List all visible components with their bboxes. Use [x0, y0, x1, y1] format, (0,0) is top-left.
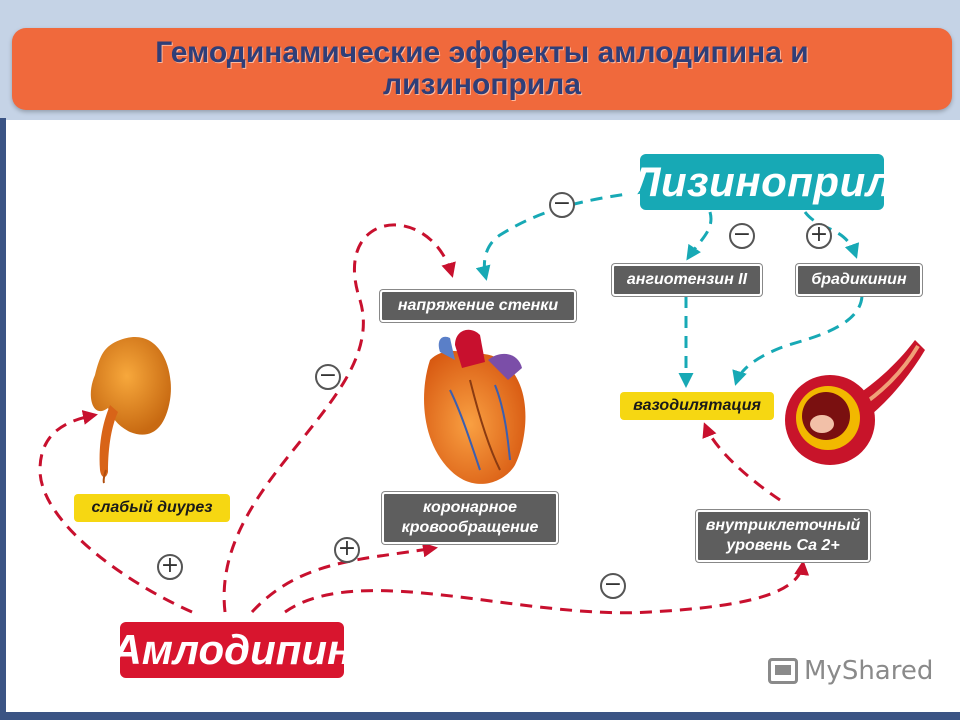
arrow-calcium-to-vasodilation — [702, 422, 781, 502]
weak-diuresis-label: слабый диурез — [91, 499, 213, 516]
calcium-box: внутриклеточный уровень Ca 2+ — [696, 510, 870, 562]
left-frame — [0, 118, 6, 720]
arrow-amlodipine-to-diuresis — [38, 410, 193, 614]
minus-sign-calcium: − — [600, 573, 626, 599]
vasodilation-label: вазодилятация — [633, 397, 761, 414]
blood-vessel-image — [785, 340, 925, 465]
angiotensin-box: ангиотензин II — [612, 264, 762, 296]
coronary-label-line1: коронарное — [422, 499, 518, 516]
arrow-lisinopril-to-bradykinin — [803, 211, 860, 259]
angiotensin-label: ангиотензин II — [626, 271, 748, 288]
slide-title: Гемодинамические эффекты амлодипина и ли… — [155, 36, 809, 101]
bradykinin-label: брадикинин — [811, 271, 907, 288]
presentation-icon — [768, 658, 798, 684]
arrow-amlodipine-to-wall-tension — [222, 223, 456, 613]
minus-sign-amlodipine-wall: − — [315, 364, 341, 390]
weak-diuresis-box: слабый диурез — [74, 494, 230, 522]
arrow-bradykinin-to-vasodilation — [732, 295, 864, 386]
arrow-amlodipine-to-coronary — [250, 542, 438, 614]
lisinopril-label: Лизиноприл — [632, 154, 892, 210]
minus-sign-angiotensin: − — [729, 223, 755, 249]
heart-image — [424, 329, 526, 484]
vasodilation-box: вазодилятация — [620, 392, 774, 420]
wall-tension-box: напряжение стенки — [380, 290, 576, 322]
arrow-amlodipine-to-calcium — [284, 560, 810, 615]
calcium-label-line2: уровень Ca 2+ — [726, 537, 840, 554]
coronary-label-line2: кровообращение — [401, 519, 539, 536]
wall-tension-label: напряжение стенки — [397, 297, 559, 314]
amlodipine-label: Амлодипин — [112, 622, 352, 678]
minus-sign-wall-tension: − — [549, 192, 575, 218]
watermark: MyShared — [768, 656, 933, 686]
watermark-text: MyShared — [804, 656, 934, 686]
plus-sign-coronary: + — [334, 537, 360, 563]
plus-sign-diuresis: + — [157, 554, 183, 580]
coronary-box: коронарное кровообращение — [382, 492, 558, 544]
title-banner: Гемодинамические эффекты амлодипина и ли… — [12, 28, 952, 110]
bradykinin-box: брадикинин — [796, 264, 922, 296]
arrow-lisinopril-to-wall-tension — [475, 190, 643, 281]
plus-sign-bradykinin: + — [806, 223, 832, 249]
bottom-frame — [0, 712, 960, 720]
calcium-label-line1: внутриклеточный — [705, 517, 861, 534]
kidney-image — [90, 337, 171, 484]
arrow-lisinopril-to-angiotensin — [686, 211, 713, 261]
